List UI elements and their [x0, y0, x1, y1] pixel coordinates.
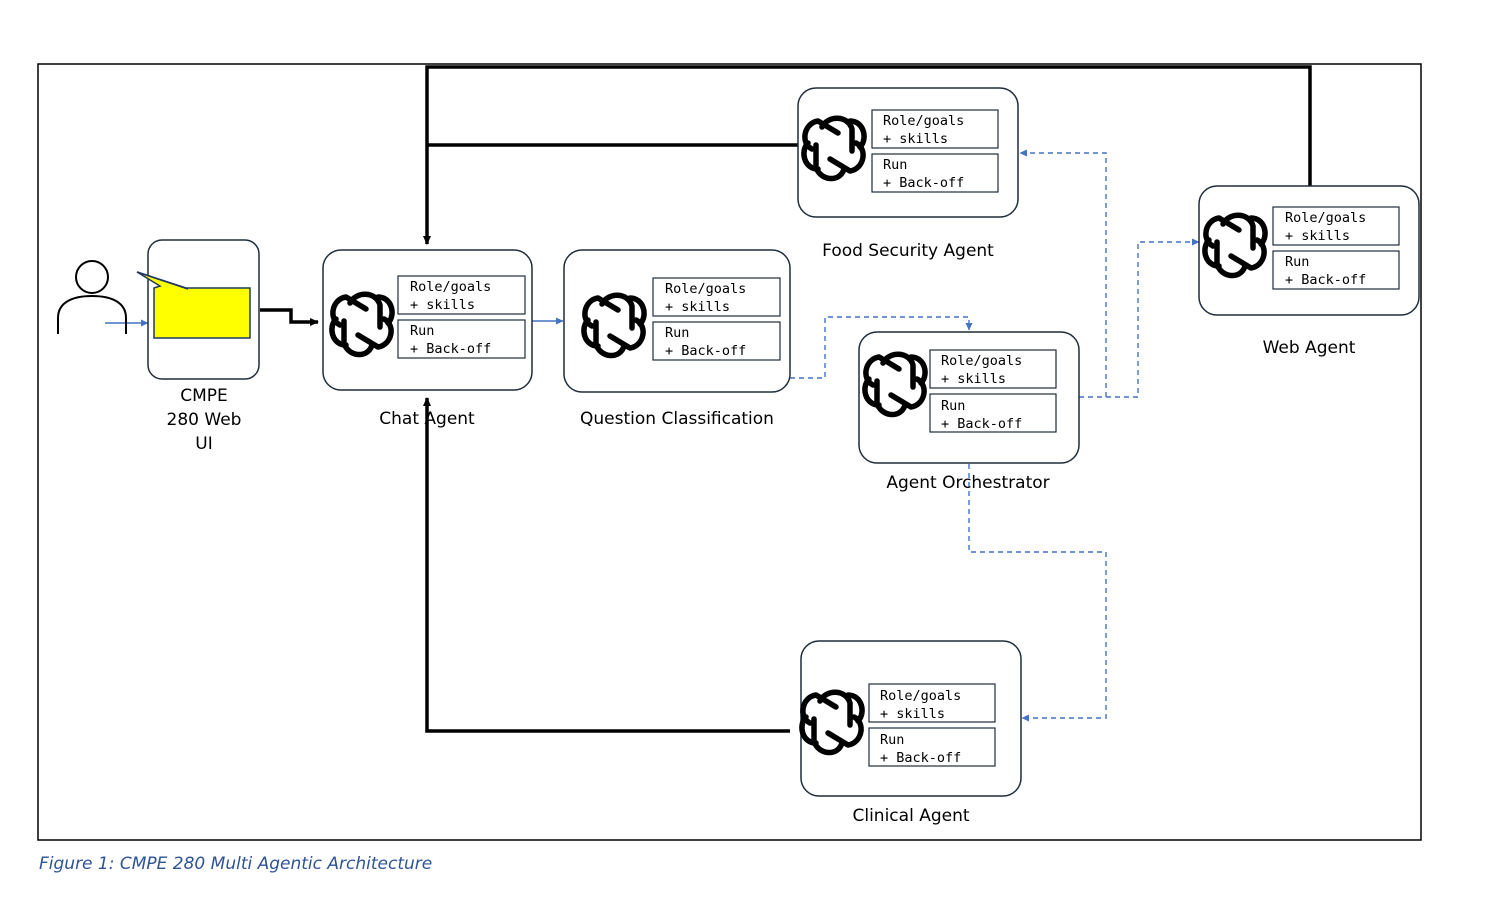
- run-text: Run: [410, 323, 434, 339]
- back-off-text: + Back-off: [410, 341, 491, 357]
- ui-label-line1: CMPE: [180, 386, 228, 406]
- run-text: Run: [880, 732, 904, 748]
- role-goals-box: [929, 349, 1057, 389]
- clinical-agent-label: Clinical Agent: [852, 806, 969, 826]
- ui-to-chat-line: [260, 308, 319, 326]
- back-off-text: + Back-off: [883, 175, 964, 191]
- run-text: Run: [1285, 254, 1309, 270]
- user-icon: [57, 260, 127, 334]
- back-off-text: + Back-off: [665, 343, 746, 359]
- role-goals-box: [868, 683, 996, 723]
- food-security-agent-node: Role/goals + skills Run + Back-off: [797, 87, 1019, 218]
- role-goals-box: [871, 109, 999, 149]
- run-box: [652, 321, 781, 361]
- web-agent-node: Role/goals + skills Run + Back-off: [1198, 185, 1420, 316]
- agent-orchestrator-node: Role/goals + skills Run + Back-off: [858, 331, 1080, 464]
- figure-caption: Figure 1: CMPE 280 Multi Agentic Archite…: [39, 854, 432, 874]
- run-box: [929, 393, 1057, 433]
- role-goals-text: Role/goals: [880, 688, 961, 704]
- back-off-text: + Back-off: [880, 750, 961, 766]
- food-security-agent-label: Food Security Agent: [822, 241, 994, 261]
- role-goals-text: Role/goals: [665, 281, 746, 297]
- role-goals-text: Role/goals: [410, 279, 491, 295]
- role-goals-box: [397, 275, 526, 315]
- question-to-orchestrator-line: [790, 316, 973, 379]
- back-off-text: + Back-off: [941, 416, 1022, 432]
- skills-text: + skills: [1285, 228, 1350, 244]
- chat-agent-label: Chat Agent: [379, 409, 475, 429]
- web-ui-box: [136, 239, 260, 380]
- dashed-connectors: [790, 149, 1200, 722]
- orchestrator-to-web-line: [1106, 238, 1200, 398]
- run-box: [397, 319, 526, 359]
- back-off-text: + Back-off: [1285, 272, 1366, 288]
- run-box: [871, 153, 999, 193]
- agent-orchestrator-label: Agent Orchestrator: [886, 473, 1049, 493]
- skills-text: + skills: [410, 297, 475, 313]
- clinical-to-chat-line: [423, 397, 790, 733]
- web-agent-label: Web Agent: [1263, 338, 1356, 358]
- orchestrator-to-clinical-line: [968, 464, 1107, 722]
- chat-agent-node: Role/goals + skills Run + Back-off: [322, 249, 533, 391]
- role-goals-text: Role/goals: [1285, 210, 1366, 226]
- skills-text: + skills: [883, 131, 948, 147]
- role-goals-text: Role/goals: [883, 113, 964, 129]
- run-text: Run: [665, 325, 689, 341]
- skills-text: + skills: [665, 299, 730, 315]
- run-text: Run: [941, 398, 965, 414]
- clinical-agent-node: Role/goals + skills Run + Back-off: [801, 640, 1022, 797]
- web-to-chat-line: [423, 65, 1312, 245]
- run-text: Run: [883, 157, 907, 173]
- role-goals-box: [1272, 206, 1400, 246]
- ui-label-line2: 280 Web: [167, 410, 242, 430]
- role-goals-text: Role/goals: [941, 353, 1022, 369]
- question-classification-label: Question Classification: [580, 409, 774, 429]
- ui-label-line3: UI: [195, 434, 212, 454]
- outer-frame: [37, 63, 1422, 841]
- question-classification-node: Role/goals + skills Run + Back-off: [563, 249, 791, 393]
- skills-text: + skills: [941, 371, 1006, 387]
- run-box: [1272, 250, 1400, 290]
- skills-text: + skills: [880, 706, 945, 722]
- run-box: [868, 727, 996, 767]
- role-goals-box: [652, 277, 781, 317]
- chat-bubble-screen-icon: [136, 271, 251, 339]
- orchestrator-to-food-line: [1019, 149, 1107, 398]
- solid-connectors: [260, 65, 1312, 733]
